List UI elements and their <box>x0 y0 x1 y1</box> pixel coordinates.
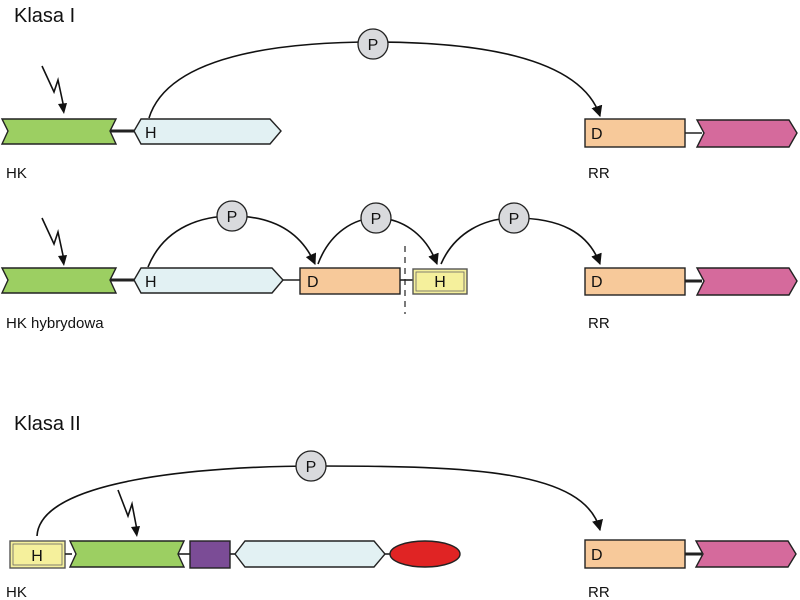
output-domain <box>695 119 798 148</box>
hpt-domain <box>9 540 66 569</box>
hk-label: HK <box>6 165 27 182</box>
h-domain <box>234 540 386 568</box>
h-label: H <box>145 274 157 291</box>
output-domain <box>694 540 797 568</box>
class1-title: Klasa I <box>14 5 75 27</box>
hk-label: HK <box>6 584 27 600</box>
d-label: D <box>307 274 319 291</box>
d-label: D <box>591 274 603 291</box>
phosphate-circle <box>360 202 392 234</box>
phosphate-label: P <box>371 211 382 228</box>
h-domain <box>133 118 282 145</box>
phosphate-circle <box>357 28 389 60</box>
d-label: D <box>591 126 603 143</box>
hpt-label: H <box>434 274 446 291</box>
sensor-domain <box>0 118 118 145</box>
sensor-domain <box>0 267 118 294</box>
sensor-domain <box>68 540 186 568</box>
signal-lightning-icon <box>41 217 67 266</box>
hpt-label: H <box>31 548 43 565</box>
signal-lightning-icon <box>117 489 140 537</box>
phosphate-circle <box>498 202 530 234</box>
purple-domain <box>189 540 231 569</box>
d-label: D <box>591 547 603 564</box>
rr-label: RR <box>588 165 610 182</box>
phosphate-circle <box>295 450 327 482</box>
phosphate-label: P <box>306 459 317 476</box>
hpt-domain <box>412 268 468 295</box>
receiver-domain <box>299 267 401 295</box>
class2-title: Klasa II <box>14 413 81 435</box>
output-domain <box>695 267 798 296</box>
phosphate-label: P <box>509 211 520 228</box>
receiver-domain <box>584 267 686 296</box>
h-label: H <box>145 125 157 142</box>
red-domain <box>389 540 461 568</box>
phosphate-label: P <box>227 209 238 226</box>
hk-hybrid-label: HK hybrydowa <box>6 315 104 332</box>
signal-lightning-icon <box>41 65 67 114</box>
phosphate-label: P <box>368 37 379 54</box>
rr-label: RR <box>588 584 610 600</box>
phosphate-circle <box>216 200 248 232</box>
rr-label: RR <box>588 315 610 332</box>
